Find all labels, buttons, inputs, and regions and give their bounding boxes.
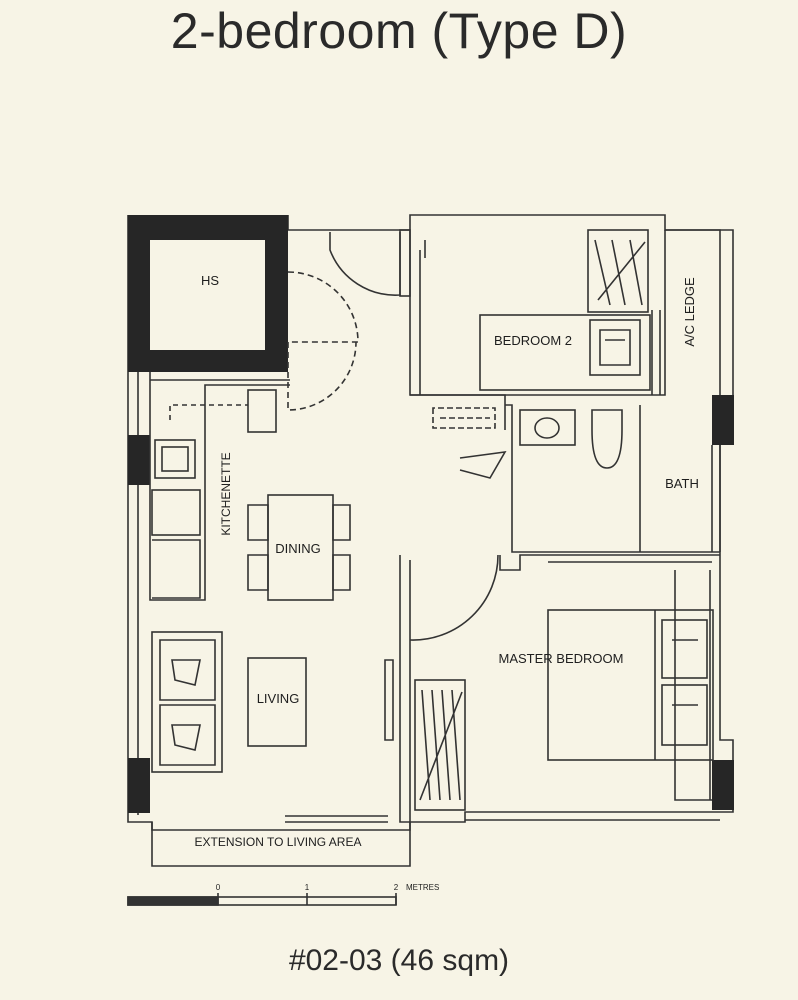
basin: [519, 409, 576, 446]
label-dining: DINING: [275, 541, 321, 556]
wardrobe: [587, 229, 649, 313]
scale-tick-1: 1: [305, 883, 310, 892]
column: [265, 340, 287, 372]
column: [128, 435, 150, 485]
label-bedroom-2: BEDROOM 2: [494, 333, 572, 348]
label-kitchenette: KITCHENETTE: [219, 452, 233, 535]
scale-bar: [127, 893, 397, 906]
label-ac-ledge: A/C LEDGE: [682, 277, 697, 347]
column: [712, 395, 734, 445]
label-hs: HS: [201, 273, 219, 288]
plan-title: 2-bedroom (Type D): [170, 3, 628, 59]
bed: [547, 609, 714, 761]
dining-table: [267, 494, 334, 601]
label-extension: EXTENSION TO LIVING AREA: [195, 835, 362, 849]
scale-tick-2: 2: [394, 883, 399, 892]
scale-unit: METRES: [406, 883, 439, 892]
unit-label: #02-03 (46 sqm): [288, 944, 510, 977]
fridge: [247, 389, 277, 433]
label-bath: BATH: [665, 476, 699, 491]
column: [128, 758, 150, 813]
column: [712, 760, 734, 810]
label-living: LIVING: [257, 691, 300, 706]
sofa: [151, 631, 223, 773]
coffee-table: [247, 657, 307, 747]
oven: [151, 489, 201, 536]
hs-wall: [128, 215, 288, 372]
label-master-bedroom: MASTER BEDROOM: [499, 651, 624, 666]
bed: [479, 314, 651, 391]
ac-ledge-outline: [665, 229, 734, 395]
wardrobe: [414, 679, 466, 811]
toilet: [591, 409, 623, 469]
scale-tick-0: 0: [216, 883, 221, 892]
sink: [154, 439, 196, 479]
